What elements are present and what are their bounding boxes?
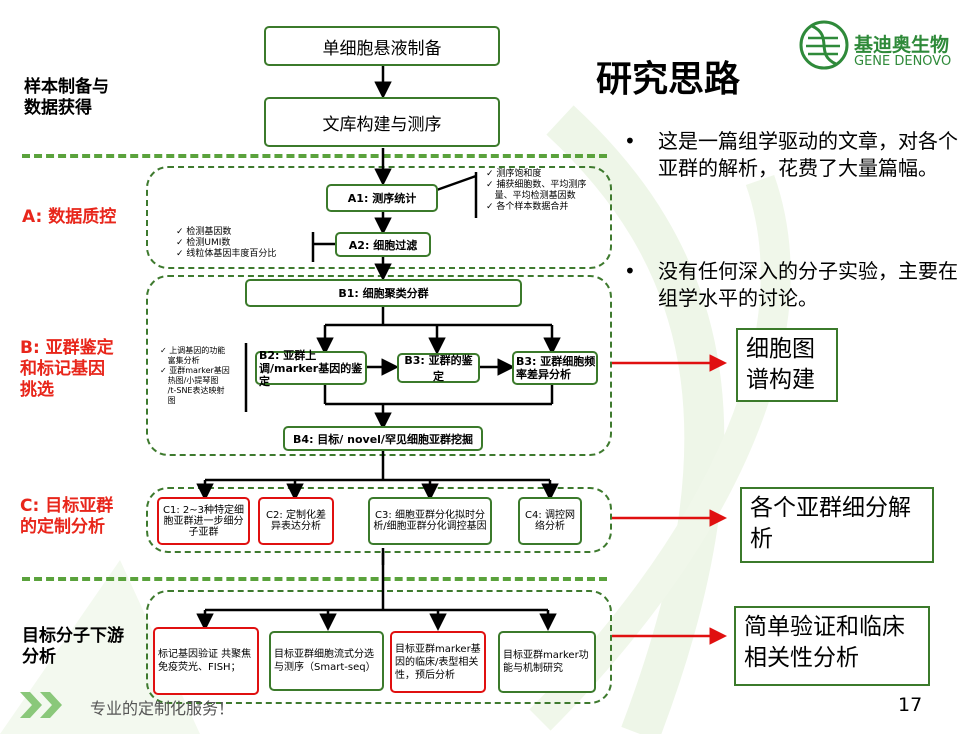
step-d4: 目标亚群marker功能与机制研究	[498, 631, 596, 693]
annotation-validation: 简单验证和临床相关性分析	[734, 606, 930, 686]
step-a1: A1: 测序统计	[326, 184, 438, 212]
bullet-1: • 这是一篇组学驱动的文章，对各个亚群的解析，花费了大量篇幅。	[624, 129, 958, 180]
step-d3: 目标亚群marker基因的临床/表型相关性，预后分析	[390, 631, 486, 693]
step-library-sequencing: 文库构建与测序	[264, 97, 500, 147]
step-d1: 标记基因验证 共聚焦免疫荧光、FISH；	[153, 627, 259, 695]
step-c1: C1: 2~3种特定细胞亚群进一步细分子亚群	[157, 497, 250, 545]
label-prep: 样本制备与 数据获得	[24, 77, 109, 118]
step-c2: C2: 定制化差异表达分析	[258, 497, 334, 545]
label-d: 目标分子下游 分析	[22, 626, 124, 667]
bullet-dot-icon: •	[624, 129, 636, 153]
logo-en: GENE DENOVO	[854, 54, 952, 69]
footer-chevron-icon	[20, 692, 62, 718]
label-a: A: 数据质控	[22, 207, 117, 227]
step-b3-frequency: B3: 亚群细胞频率差异分析	[512, 351, 598, 385]
step-a2: A2: 细胞过滤	[335, 232, 431, 257]
bullet-dot-icon: •	[624, 259, 636, 283]
a2-notes: ✓ 检测基因数 ✓ 检测UMI数 ✓ 线粒体基因丰度百分比	[176, 227, 277, 259]
step-c4: C4: 调控网络分析	[518, 497, 582, 545]
a1-notes: ✓ 测序饱和度 ✓ 捕获细胞数、平均测序 量、平均检测基因数 ✓ 各个样本数据合…	[486, 169, 587, 212]
step-d2: 目标亚群细胞流式分选与测序（Smart-seq）	[269, 631, 384, 691]
section-d-frame	[146, 590, 612, 704]
step-b2: B2: 亚群上调/marker基因的鉴定	[255, 349, 367, 388]
label-b: B: 亚群鉴定 和标记基因 挑选	[20, 338, 114, 400]
bullet-2: • 没有任何深入的分子实验，主要在组学水平的讨论。	[624, 259, 958, 310]
separator-line	[22, 154, 607, 158]
step-cell-suspension: 单细胞悬液制备	[264, 26, 500, 66]
annotation-subcluster: 各个亚群细分解析	[740, 487, 934, 563]
separator-line	[22, 577, 607, 581]
step-c3: C3: 细胞亚群分化拟时分析/细胞亚群分化调控基因	[368, 497, 492, 545]
b2-notes: ✓ 上调基因的功能 富集分析 ✓ 亚群marker基因 热图/小提琴图 /t-S…	[160, 346, 230, 405]
label-c: C: 目标亚群 的定制分析	[20, 496, 114, 537]
page-title: 研究思路	[596, 59, 741, 100]
logo: 基迪奥生物 GENE DENOVO	[798, 16, 960, 76]
logo-cn: 基迪奥生物	[854, 34, 950, 56]
step-b4: B4: 目标/ novel/罕见细胞亚群挖掘	[283, 426, 483, 451]
annotation-cell-atlas: 细胞图谱构建	[736, 328, 838, 402]
step-b1: B1: 细胞聚类分群	[245, 279, 522, 307]
section-c-frame	[146, 487, 612, 553]
step-b3: B3: 亚群的鉴定	[397, 353, 480, 383]
page-number: 17	[898, 694, 923, 716]
footer-tagline: 专业的定制化服务！	[90, 699, 235, 718]
logo-icon	[799, 20, 849, 70]
